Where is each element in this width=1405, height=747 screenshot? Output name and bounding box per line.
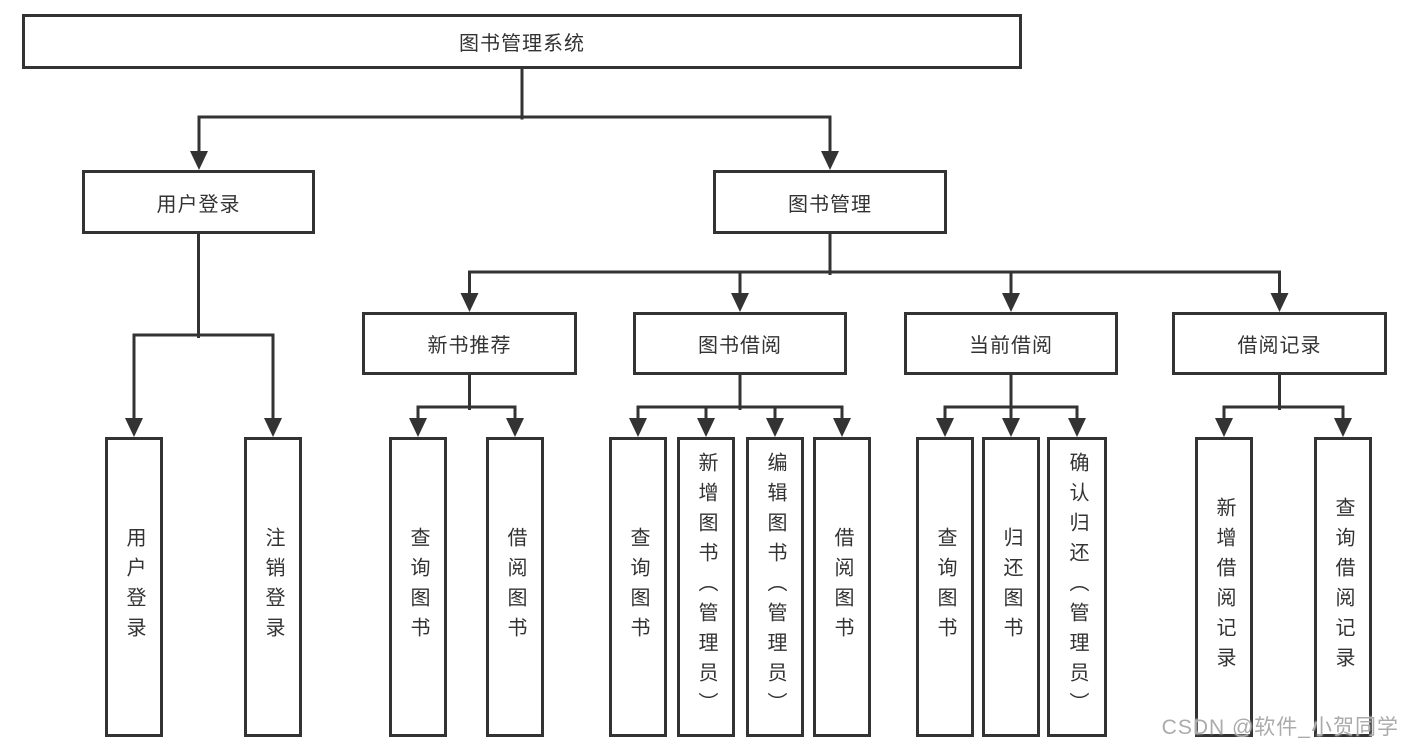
tree-edges [132, 67, 1345, 423]
vertical-label: 归还图书 [1000, 527, 1022, 647]
node-current-borrow: 当前借阅 [904, 312, 1118, 375]
vertical-label: 用户登录 [123, 527, 145, 647]
vertical-label: 编辑图书（管理员） [764, 452, 786, 722]
node-new-book-recommend: 新书推荐 [362, 312, 577, 375]
vertical-label: 查询图书 [407, 527, 429, 647]
vertical-label: 新增借阅记录 [1213, 497, 1235, 677]
leaf-borrow-query-book: 查询图书 [609, 437, 667, 737]
vertical-label: 确认归还（管理员） [1066, 452, 1088, 722]
node-book-management: 图书管理 [713, 170, 947, 234]
vertical-label: 查询借阅记录 [1332, 497, 1354, 677]
arrowheads [125, 151, 1352, 437]
vertical-label: 查询图书 [934, 527, 956, 647]
vertical-label: 借阅图书 [831, 527, 853, 647]
csdn-watermark: CSDN @软件_小贺同学 [1161, 716, 1399, 739]
node-book-borrow: 图书借阅 [633, 312, 847, 375]
vertical-label: 查询图书 [627, 527, 649, 647]
leaf-borrow-borrow-book: 借阅图书 [813, 437, 871, 737]
leaf-borrow-edit-book-admin: 编辑图书（管理员） [746, 437, 804, 737]
node-library-management-system: 图书管理系统 [22, 14, 1022, 69]
leaf-current-query-book: 查询图书 [916, 437, 974, 737]
leaf-borrow-add-book-admin: 新增图书（管理员） [677, 437, 735, 737]
leaf-newbook-query-book: 查询图书 [389, 437, 447, 737]
leaf-record-query-borrow-record: 查询借阅记录 [1314, 437, 1372, 737]
node-borrow-record: 借阅记录 [1172, 312, 1387, 375]
vertical-label: 新增图书（管理员） [695, 452, 717, 722]
vertical-label: 借阅图书 [504, 527, 526, 647]
leaf-user-login: 用户登录 [105, 437, 163, 737]
node-user-login: 用户登录 [82, 170, 315, 234]
leaf-newbook-borrow-book: 借阅图书 [486, 437, 544, 737]
vertical-label: 注销登录 [262, 527, 284, 647]
leaf-logout-login: 注销登录 [244, 437, 302, 737]
leaf-record-add-borrow-record: 新增借阅记录 [1195, 437, 1253, 737]
leaf-current-return-book: 归还图书 [982, 437, 1040, 737]
leaf-current-confirm-return-admin: 确认归还（管理员） [1047, 437, 1107, 737]
